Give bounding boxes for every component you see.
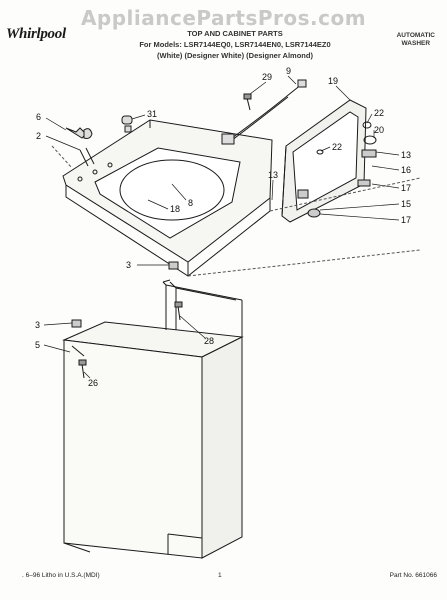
watermark: AppliancePartsPros.com	[80, 6, 367, 30]
callout-6: 6	[36, 112, 41, 122]
callout-17-lower: 17	[401, 215, 411, 225]
diagram-title: TOP AND CABINET PARTS	[187, 29, 283, 38]
product-line-1: AUTOMATIC	[396, 32, 435, 39]
model-list: For Models: LSR7144EQ0, LSR7144EN0, LSR7…	[139, 40, 331, 49]
cabinet-frame	[162, 279, 243, 337]
callout-19: 19	[328, 76, 338, 86]
product-type: AUTOMATIC WASHER	[397, 32, 435, 48]
litho-note: . 6–96 Litho in U.S.A.(MDI)	[22, 572, 100, 579]
page-number: 1	[218, 572, 222, 579]
callout-28: 28	[204, 336, 214, 346]
lid-frame	[281, 99, 367, 223]
clip-3-top	[168, 261, 179, 270]
callout-5: 5	[35, 340, 40, 350]
callout-16: 16	[401, 165, 411, 175]
callout-8: 8	[188, 198, 193, 208]
callout-13-left: 13	[268, 170, 278, 180]
callout-22-top: 22	[374, 108, 384, 118]
callout-18: 18	[170, 204, 180, 214]
leader-lines	[43, 75, 400, 379]
callout-31: 31	[147, 109, 157, 119]
washer-top-panel	[62, 119, 273, 277]
callout-3-top: 3	[126, 260, 131, 270]
callout-15: 15	[401, 199, 411, 209]
brand-logo: Whirlpool	[6, 26, 66, 42]
callout-20: 20	[374, 125, 384, 135]
wire-harness	[221, 79, 307, 145]
callout-13-right: 13	[401, 150, 411, 160]
product-line-2: WASHER	[401, 40, 431, 47]
callout-22-mid: 22	[332, 142, 342, 152]
screw-26	[71, 345, 87, 379]
hinge-parts	[297, 121, 377, 218]
alignment-lines	[51, 145, 421, 277]
callout-29: 29	[262, 72, 272, 82]
screw-28	[174, 301, 183, 321]
callout-2: 2	[36, 131, 41, 141]
callout-9: 9	[286, 66, 291, 76]
part-number: Part No. 661066	[389, 572, 437, 579]
callout-17-upper: 17	[401, 183, 411, 193]
callout-3-side: 3	[35, 320, 40, 330]
clip-3-side	[71, 319, 82, 328]
callout-26: 26	[88, 378, 98, 388]
color-list: (White) (Designer White) (Designer Almon…	[157, 51, 313, 60]
washer-cabinet	[62, 321, 244, 559]
screw-29	[243, 93, 252, 111]
top-fasteners	[65, 115, 133, 167]
